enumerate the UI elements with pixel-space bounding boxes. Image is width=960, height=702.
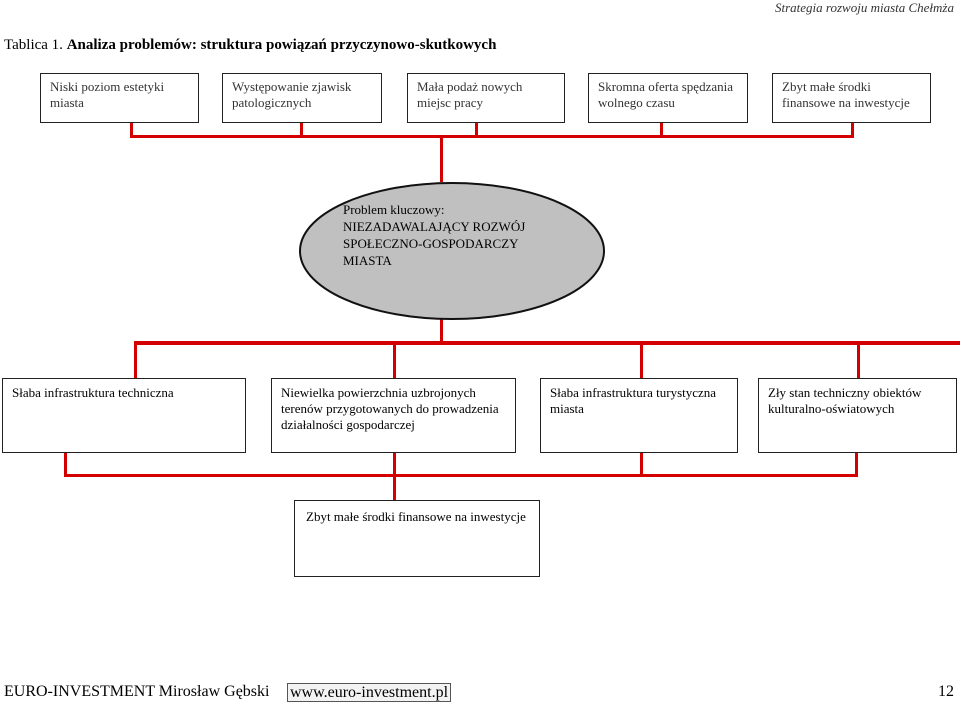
footer-url-link[interactable]: www.euro-investment.pl — [287, 683, 452, 702]
page-title: Tablica 1. Analiza problemów: struktura … — [4, 37, 496, 54]
connector-top-2 — [300, 122, 303, 138]
connector-top-3 — [475, 122, 478, 138]
key-problem-heading: Problem kluczowy: — [343, 202, 445, 217]
effect-label: Występowanie zjawisk patologicznych — [232, 79, 352, 110]
key-problem-line-3: MIASTA — [343, 253, 392, 268]
running-header: Strategia rozwoju miasta Chełmża — [774, 0, 954, 15]
effect-label: Mała podaż nowych miejsc pracy — [417, 79, 523, 110]
connector-mid-2 — [393, 341, 396, 379]
cause-box-culture: Zły stan techniczny obiektów kulturalno-… — [758, 378, 957, 453]
footer-company: EURO-INVESTMENT Mirosław Gębski — [4, 683, 270, 700]
cause-box-land: Niewielka powierzchnia uzbrojonych teren… — [271, 378, 516, 453]
cause-label: Niewielka powierzchnia uzbrojonych teren… — [281, 385, 499, 432]
key-problem-text: Problem kluczowy: NIEZADAWALAJĄCY ROZWÓJ… — [343, 201, 525, 269]
effect-label: Niski poziom estetyki miasta — [50, 79, 165, 110]
cause-label: Zły stan techniczny obiektów kulturalno-… — [768, 385, 922, 416]
connector-top-to-ellipse — [440, 136, 443, 182]
connector-top-horizontal — [130, 135, 854, 138]
effect-box-jobs: Mała podaż nowych miejsc pracy — [407, 73, 565, 123]
effect-box-pathologies: Występowanie zjawisk patologicznych — [222, 73, 382, 123]
connector-bottom-2 — [393, 452, 396, 477]
cause-label: Słaba infrastruktura techniczna — [12, 385, 174, 400]
effect-box-leisure: Skromna oferta spędzania wolnego czasu — [588, 73, 748, 123]
connector-mid-3 — [640, 341, 643, 379]
connector-bottom-horizontal — [64, 474, 858, 477]
connector-top-5 — [851, 122, 854, 138]
connector-bottom-4 — [855, 452, 858, 477]
cause-box-tourism: Słaba infrastruktura turystyczna miasta — [540, 378, 738, 453]
page-number: 12 — [938, 683, 954, 700]
connector-mid-4 — [857, 341, 860, 379]
connector-mid-horizontal — [134, 341, 960, 345]
key-problem-line-1: NIEZADAWALAJĄCY ROZWÓJ — [343, 219, 526, 234]
effect-label: Zbyt małe środki finansowe na inwestycje — [782, 79, 910, 110]
root-cause-box: Zbyt małe środki finansowe na inwestycje — [294, 500, 540, 577]
key-problem-ellipse — [299, 182, 605, 320]
cause-box-tech-infrastructure: Słaba infrastruktura techniczna — [2, 378, 246, 453]
table-title: Analiza problemów: struktura powiązań pr… — [66, 37, 497, 53]
key-problem-line-2: SPOŁECZNO-GOSPODARCZY — [343, 236, 519, 251]
connector-top-4 — [660, 122, 663, 138]
effect-box-aesthetics: Niski poziom estetyki miasta — [40, 73, 199, 123]
connector-to-root-cause — [393, 474, 396, 501]
connector-bottom-1 — [64, 452, 67, 477]
effect-label: Skromna oferta spędzania wolnego czasu — [598, 79, 734, 110]
root-cause-label: Zbyt małe środki finansowe na inwestycje — [306, 509, 526, 524]
connector-mid-1 — [134, 341, 137, 379]
table-number: Tablica 1. — [4, 37, 63, 53]
connector-bottom-3 — [640, 452, 643, 477]
page-footer: EURO-INVESTMENT Mirosław Gębski www.euro… — [0, 683, 960, 702]
connector-top-1 — [130, 122, 133, 138]
cause-label: Słaba infrastruktura turystyczna miasta — [550, 385, 717, 416]
effect-box-funds: Zbyt małe środki finansowe na inwestycje — [772, 73, 931, 123]
connector-ellipse-down — [440, 306, 443, 344]
